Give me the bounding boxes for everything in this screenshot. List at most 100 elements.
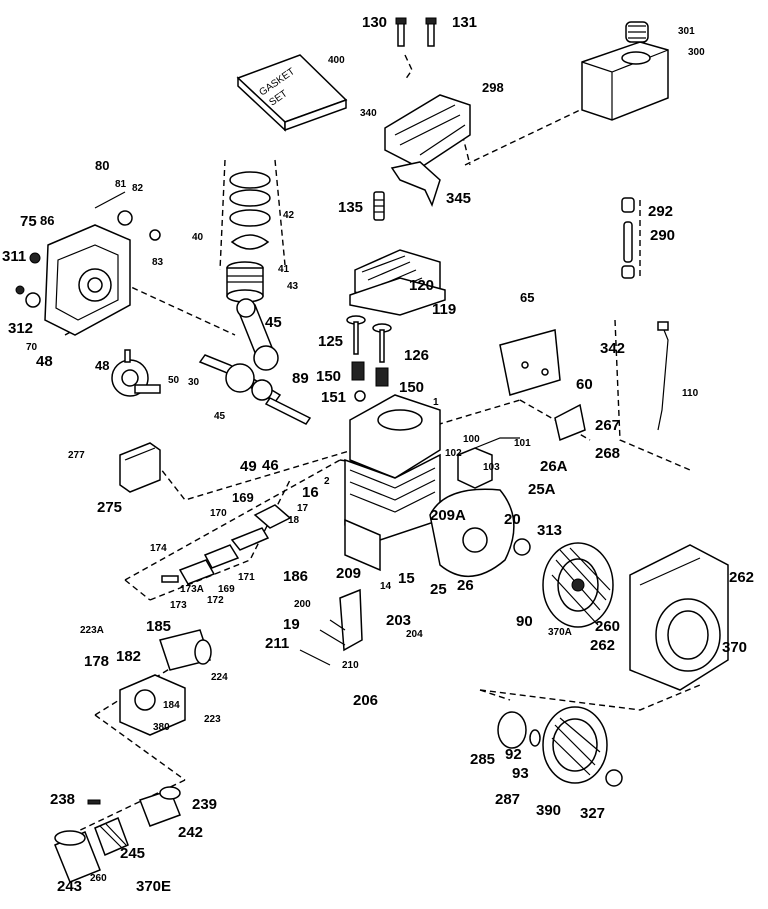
part-number-75: 75	[20, 213, 37, 230]
part-number-30: 30	[188, 377, 200, 388]
part-number-110: 110	[682, 388, 699, 399]
part-number-101: 101	[514, 438, 531, 449]
part-number-130: 130	[362, 14, 387, 31]
part-number-268: 268	[595, 445, 620, 462]
part-number-43: 43	[287, 281, 299, 292]
cylinder-shroud	[384, 94, 471, 208]
part-number-209: 209	[336, 565, 361, 582]
connecting-rod	[236, 298, 279, 371]
part-number-20: 20	[504, 511, 521, 528]
part-number-174: 174	[150, 543, 167, 554]
part-number-262: 262	[590, 637, 615, 654]
piston-rings	[229, 171, 271, 250]
part-number-390: 390	[536, 802, 561, 819]
part-number-48: 48	[36, 353, 53, 370]
head-bolts	[395, 17, 437, 47]
piston	[226, 261, 264, 303]
part-number-131: 131	[452, 14, 477, 31]
part-number-65: 65	[520, 290, 534, 305]
part-number-81: 81	[115, 179, 127, 190]
part-number-184: 184	[163, 700, 180, 711]
part-number-169: 169	[232, 490, 254, 505]
part-number-185: 185	[146, 618, 171, 635]
fuel-tank	[581, 21, 669, 121]
part-number-41: 41	[278, 264, 290, 275]
cylinder-head	[349, 249, 446, 316]
air-filter	[119, 442, 161, 493]
part-number-178: 178	[84, 653, 109, 670]
part-number-300: 300	[688, 47, 705, 58]
part-number-267: 267	[595, 417, 620, 434]
part-number-86: 86	[40, 213, 54, 228]
part-number-292: 292	[648, 203, 673, 220]
part-number-80: 80	[95, 158, 109, 173]
part-number-370A: 370A	[548, 627, 572, 638]
muffler	[54, 786, 181, 883]
part-number-26A: 26A	[540, 458, 568, 475]
part-number-400: 400	[328, 55, 345, 66]
breather-gaskets	[161, 504, 292, 585]
part-number-239: 239	[192, 796, 217, 813]
part-number-223: 223	[204, 714, 221, 725]
part-number-380: 380	[153, 722, 170, 733]
part-number-40: 40	[192, 232, 204, 243]
part-number-275: 275	[97, 499, 122, 516]
part-number-311: 311	[2, 248, 26, 265]
part-number-135: 135	[338, 199, 363, 216]
crankcase-cover	[15, 224, 131, 336]
control-bracket	[299, 588, 363, 666]
part-number-46: 46	[262, 457, 279, 474]
part-number-169: 169	[218, 584, 235, 595]
part-number-42: 42	[283, 210, 295, 221]
part-number-26: 26	[457, 577, 474, 594]
part-number-327: 327	[580, 805, 605, 822]
part-number-50: 50	[168, 375, 180, 386]
part-number-312: 312	[8, 320, 33, 337]
part-number-301: 301	[678, 26, 695, 37]
valves	[346, 315, 392, 363]
part-number-209A: 209A	[430, 507, 466, 524]
flywheel	[542, 542, 614, 628]
part-number-14: 14	[380, 581, 392, 592]
part-number-242: 242	[178, 824, 203, 841]
part-number-60: 60	[576, 376, 593, 393]
part-number-25A: 25A	[528, 481, 556, 498]
part-number-1: 1	[433, 397, 439, 408]
part-number-49: 49	[240, 458, 257, 475]
part-number-17: 17	[297, 503, 309, 514]
ignition-module	[457, 437, 520, 489]
part-number-102: 102	[445, 448, 462, 459]
part-number-170: 170	[210, 508, 227, 519]
part-number-150: 150	[399, 379, 424, 396]
part-number-93: 93	[512, 765, 529, 782]
carburetor	[119, 629, 212, 736]
part-number-262: 262	[729, 569, 754, 586]
part-number-171: 171	[238, 572, 255, 583]
part-number-83: 83	[152, 257, 164, 268]
cylinder-block	[344, 394, 441, 572]
part-number-243: 243	[57, 878, 82, 895]
part-number-245: 245	[120, 845, 145, 862]
part-number-313: 313	[537, 522, 562, 539]
part-number-92: 92	[505, 746, 522, 763]
part-number-203: 203	[386, 612, 411, 629]
part-number-150: 150	[316, 368, 341, 385]
part-number-16: 16	[302, 484, 319, 501]
part-number-15: 15	[398, 570, 415, 587]
part-number-182: 182	[116, 648, 141, 665]
part-number-340: 340	[360, 108, 377, 119]
part-number-90: 90	[516, 613, 533, 630]
part-number-238: 238	[50, 791, 75, 808]
part-number-89: 89	[292, 370, 309, 387]
spark-plug	[373, 191, 385, 221]
part-number-173: 173	[170, 600, 187, 611]
part-number-25: 25	[430, 581, 447, 598]
part-number-119: 119	[432, 301, 456, 318]
part-number-224: 224	[211, 672, 228, 683]
part-number-260: 260	[595, 618, 620, 635]
part-number-277: 277	[68, 450, 85, 461]
part-number-211: 211	[265, 635, 289, 652]
part-number-223A: 223A	[80, 625, 104, 636]
oil-dipstick	[657, 321, 669, 431]
part-number-103: 103	[483, 462, 500, 473]
